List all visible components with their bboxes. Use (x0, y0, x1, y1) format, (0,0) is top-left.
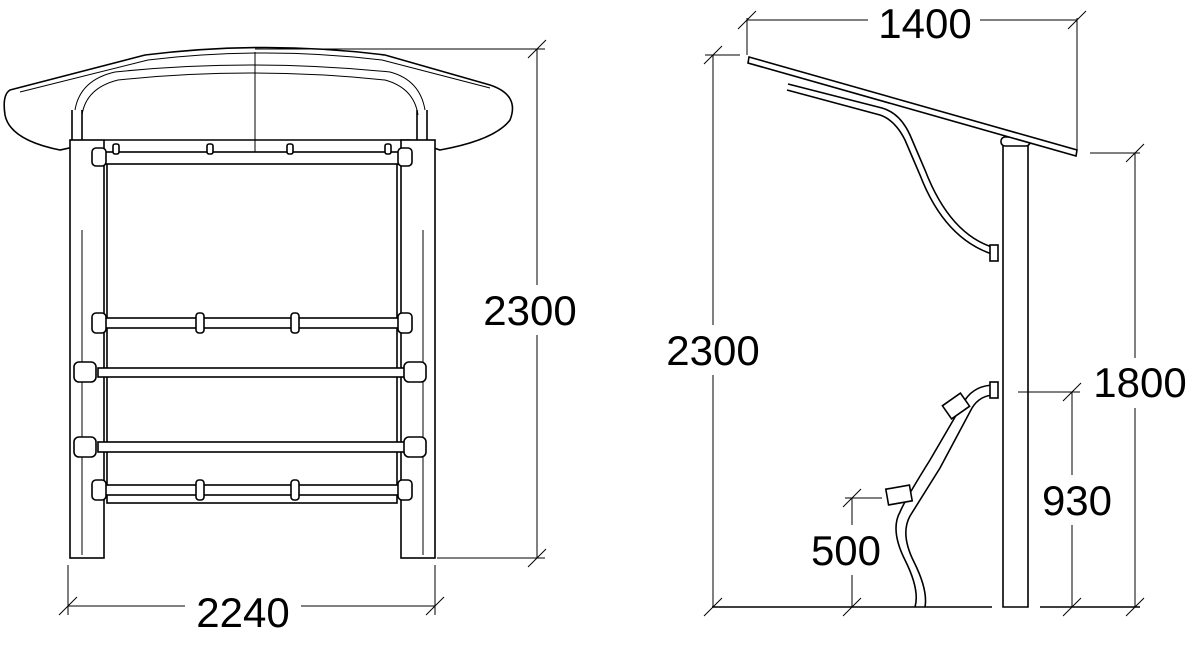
lower-bar-height-label: 500 (811, 527, 881, 574)
lower-bar-height-dimension: 500 (805, 488, 887, 617)
canopy-edge-height-dimension: 1800 (1085, 143, 1200, 617)
front-height-label: 2300 (483, 287, 576, 334)
side-post (1002, 144, 1029, 608)
front-width-label: 2240 (196, 589, 289, 636)
front-height-dimension: 2300 (255, 39, 588, 568)
canopy-depth-dimension: 1400 (737, 0, 1087, 150)
upper-bar-height-dimension: 930 (1018, 382, 1120, 617)
front-view: 2300 2240 (3, 39, 588, 636)
side-view: 1400 2300 1800 930 (658, 0, 1200, 617)
side-height-dimension: 2300 (658, 45, 768, 617)
canopy-edge-height-label: 1800 (1093, 359, 1186, 406)
canopy-front (3, 46, 514, 151)
horizontal-bars (97, 151, 409, 496)
front-width-dimension: 2240 (58, 565, 445, 636)
canopy-side (747, 55, 1078, 158)
canopy-depth-label: 1400 (878, 0, 971, 47)
side-height-label: 2300 (666, 327, 759, 374)
upper-bar-height-label: 930 (1042, 477, 1112, 524)
